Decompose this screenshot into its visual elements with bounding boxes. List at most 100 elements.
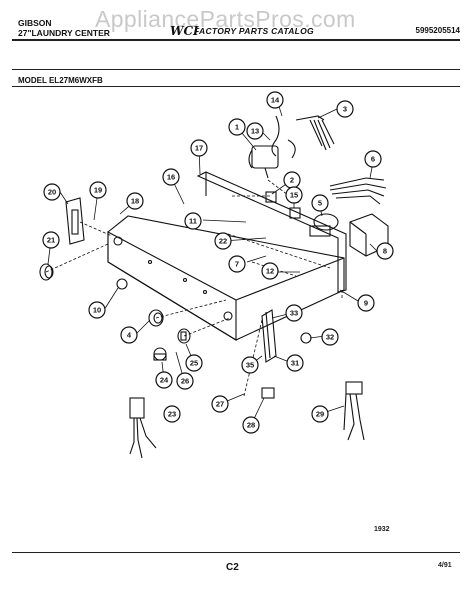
svg-text:10: 10 bbox=[93, 306, 101, 315]
dial-knob-part bbox=[153, 347, 167, 361]
wci-logo: WCI bbox=[170, 24, 199, 38]
callout-4: 4 bbox=[120, 326, 138, 344]
wire-part bbox=[271, 115, 280, 157]
svg-text:28: 28 bbox=[247, 421, 255, 430]
callout-9: 9 bbox=[357, 294, 375, 312]
product-name: 27"LAUNDRY CENTER bbox=[18, 28, 110, 38]
hinge-part bbox=[65, 197, 85, 245]
watermark: AppliancePartsPros.com bbox=[95, 6, 356, 32]
callout-29: 29 bbox=[311, 405, 329, 423]
callout-8: 8 bbox=[376, 242, 394, 260]
svg-text:3: 3 bbox=[343, 105, 347, 114]
header-rule bbox=[12, 39, 460, 41]
catalog-title: FACTORY PARTS CATALOG bbox=[194, 26, 314, 36]
pressure-switch-part bbox=[309, 213, 339, 237]
timer-part bbox=[248, 145, 279, 179]
callout-11: 11 bbox=[184, 212, 202, 230]
svg-text:6: 6 bbox=[371, 155, 375, 164]
brand-name: GIBSON bbox=[18, 18, 52, 28]
model-rule-top bbox=[12, 69, 460, 70]
leader-lines bbox=[47, 99, 378, 426]
svg-text:20: 20 bbox=[48, 188, 56, 197]
wire-clip-part bbox=[287, 139, 296, 159]
svg-text:22: 22 bbox=[219, 237, 227, 246]
callout-27: 27 bbox=[211, 395, 229, 413]
svg-text:13: 13 bbox=[251, 127, 259, 136]
callout-31: 31 bbox=[286, 354, 304, 372]
page-code: C2 bbox=[226, 562, 239, 573]
svg-text:29: 29 bbox=[316, 410, 324, 419]
svg-text:32: 32 bbox=[326, 333, 334, 342]
wire-harness-left bbox=[129, 397, 157, 459]
svg-text:17: 17 bbox=[195, 144, 203, 153]
callout-14: 14 bbox=[266, 91, 284, 109]
callout-26: 26 bbox=[176, 372, 194, 390]
callout-22: 22 bbox=[214, 232, 232, 250]
callout-6: 6 bbox=[364, 150, 382, 168]
callout-35: 35 bbox=[241, 356, 259, 374]
svg-text:7: 7 bbox=[235, 260, 239, 269]
svg-text:25: 25 bbox=[190, 359, 198, 368]
callout-10: 10 bbox=[88, 301, 106, 319]
svg-text:23: 23 bbox=[168, 410, 176, 419]
callout-13: 13 bbox=[246, 122, 264, 140]
wire-harness-right bbox=[329, 177, 387, 205]
selector-knob-part bbox=[177, 328, 191, 344]
callout-32: 32 bbox=[321, 328, 339, 346]
svg-text:24: 24 bbox=[160, 376, 169, 385]
callout-21: 21 bbox=[42, 231, 60, 249]
switch-part bbox=[265, 191, 277, 203]
svg-text:21: 21 bbox=[47, 236, 55, 245]
svg-text:11: 11 bbox=[189, 217, 197, 226]
switch-round-part bbox=[300, 332, 312, 344]
wire-harness-bottom-right bbox=[343, 381, 365, 441]
svg-text:16: 16 bbox=[167, 173, 175, 182]
callout-17: 17 bbox=[190, 139, 208, 157]
callout-12: 12 bbox=[261, 262, 279, 280]
bracket-part bbox=[196, 171, 347, 293]
model-rule-bottom bbox=[12, 86, 460, 87]
callout-18: 18 bbox=[126, 192, 144, 210]
callout-25: 25 bbox=[185, 354, 203, 372]
callout-20: 20 bbox=[43, 183, 61, 201]
callout-16: 16 bbox=[162, 168, 180, 186]
model-label: MODEL EL27M6WXFB bbox=[18, 76, 103, 85]
callout-23: 23 bbox=[163, 405, 181, 423]
svg-text:2: 2 bbox=[290, 176, 294, 185]
svg-text:15: 15 bbox=[290, 191, 298, 200]
svg-text:19: 19 bbox=[94, 186, 102, 195]
callout-1: 1 bbox=[228, 118, 246, 136]
callout-15: 15 bbox=[285, 186, 303, 204]
switch-part-small bbox=[289, 207, 301, 219]
svg-text:18: 18 bbox=[131, 197, 139, 206]
svg-text:33: 33 bbox=[290, 309, 298, 318]
callout-3: 3 bbox=[336, 100, 354, 118]
svg-text:1: 1 bbox=[235, 123, 239, 132]
footer-rule bbox=[12, 552, 460, 553]
wire-harness-top bbox=[295, 115, 335, 151]
svg-text:14: 14 bbox=[271, 96, 280, 105]
callout-33: 33 bbox=[285, 304, 303, 322]
callout-28: 28 bbox=[242, 416, 260, 434]
callout-7: 7 bbox=[228, 255, 246, 273]
svg-text:5: 5 bbox=[318, 199, 322, 208]
svg-text:35: 35 bbox=[246, 361, 254, 370]
callout-layer: 1 2 3 4 5 6 7 8 9 10 11 12 13 14 15 16 1… bbox=[42, 91, 394, 434]
connector-part bbox=[261, 387, 275, 399]
clip-part bbox=[261, 309, 277, 363]
timer-knob-part bbox=[148, 309, 164, 327]
knob-part bbox=[39, 263, 54, 281]
callout-5: 5 bbox=[311, 194, 329, 212]
revision-date: 4/91 bbox=[438, 562, 452, 569]
callout-2: 2 bbox=[283, 171, 301, 189]
button-part bbox=[116, 278, 128, 290]
svg-text:12: 12 bbox=[266, 267, 274, 276]
svg-text:9: 9 bbox=[364, 299, 368, 308]
svg-text:26: 26 bbox=[181, 377, 189, 386]
svg-text:8: 8 bbox=[383, 247, 387, 256]
callout-19: 19 bbox=[89, 181, 107, 199]
callout-24: 24 bbox=[155, 371, 173, 389]
figure-code: 1932 bbox=[374, 526, 390, 533]
